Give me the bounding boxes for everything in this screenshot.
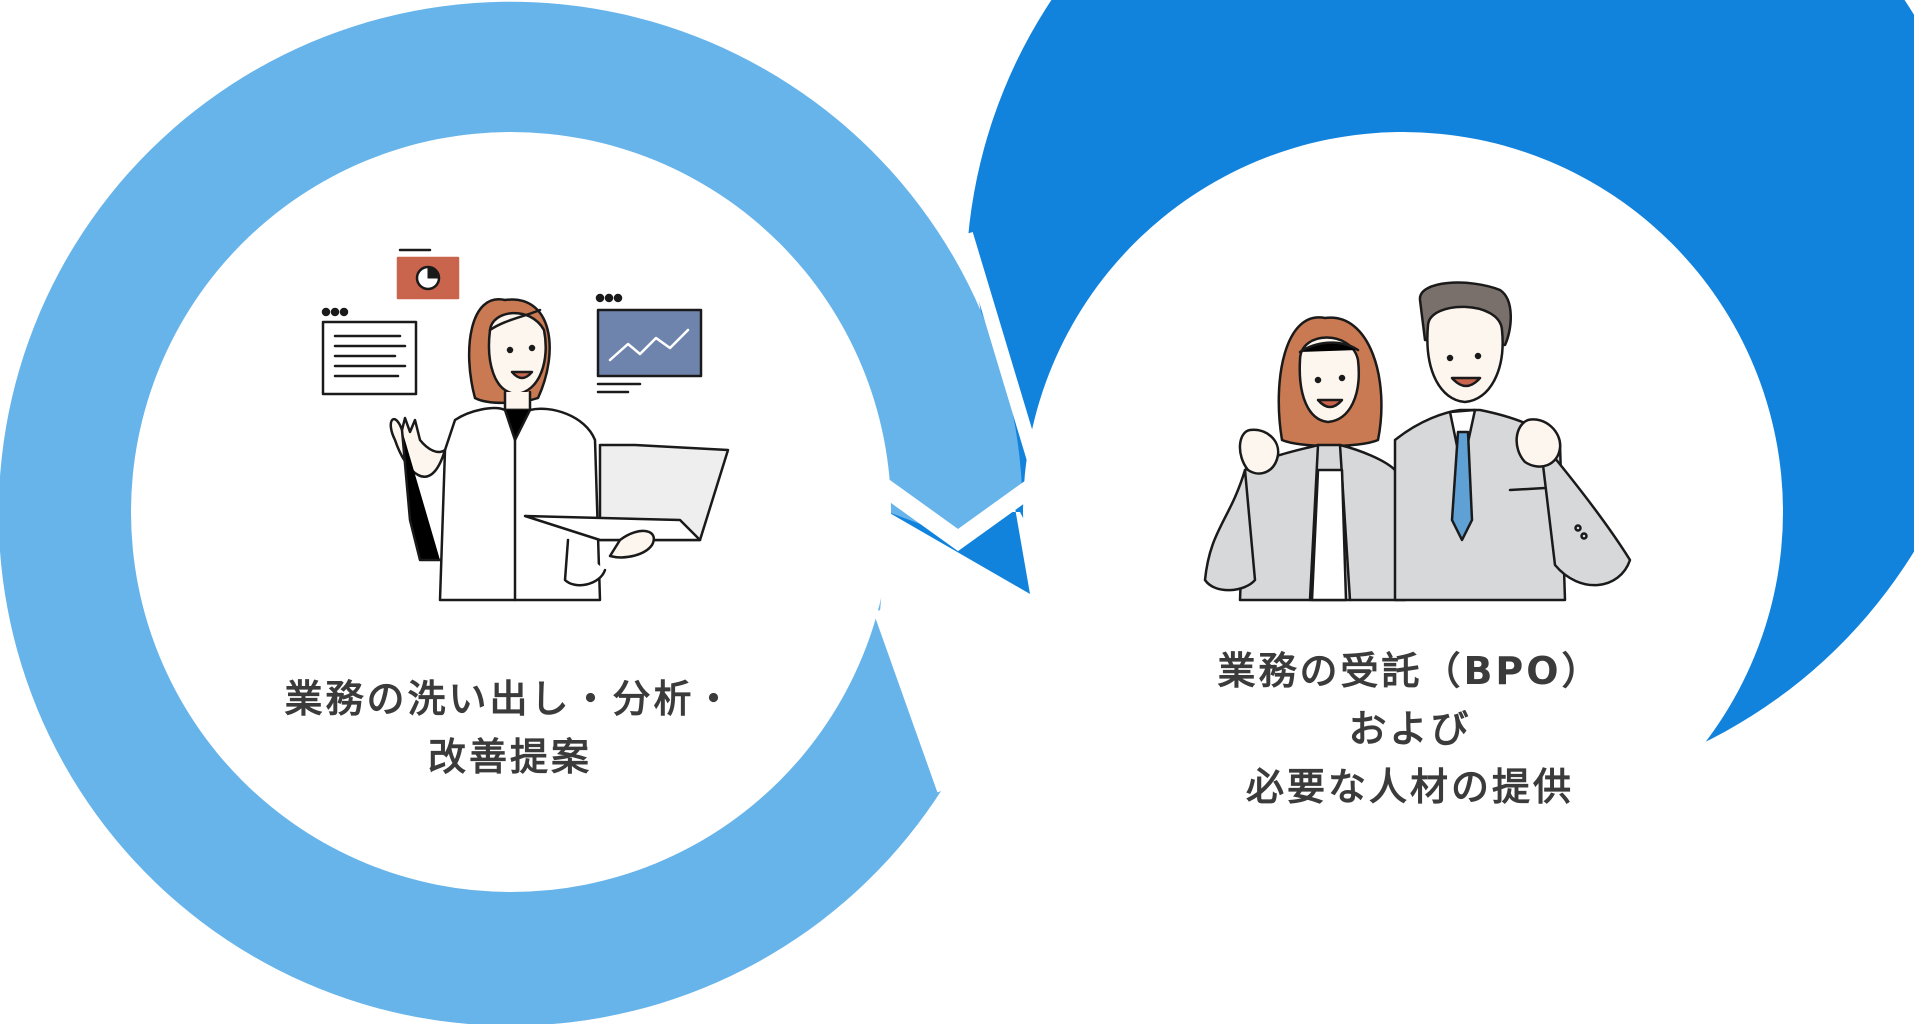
ring-junction-arrow xyxy=(874,476,1042,552)
right-circle-caption: 業務の受託（BPO） および 必要な人材の提供 xyxy=(1130,642,1690,816)
woman-with-laptop-illustration xyxy=(321,248,730,602)
document-window-icon xyxy=(321,307,418,396)
line-chart-window-icon xyxy=(595,293,703,394)
left-caption-line-1: 業務の洗い出し・分析・ xyxy=(284,677,736,721)
pie-chart-slide-icon xyxy=(396,248,460,300)
ring-gap-lower xyxy=(873,607,951,793)
left-caption-line-2: 改善提案 xyxy=(427,735,592,779)
right-caption-line-1: 業務の受託（BPO） xyxy=(1217,649,1603,693)
right-caption-line-3: 必要な人材の提供 xyxy=(1245,765,1574,809)
business-people-cheering-illustration xyxy=(1203,281,1632,602)
ring-gap-upper xyxy=(959,231,1041,463)
left-circle-caption: 業務の洗い出し・分析・ 改善提案 xyxy=(230,670,790,786)
right-caption-line-2: および xyxy=(1348,707,1472,751)
